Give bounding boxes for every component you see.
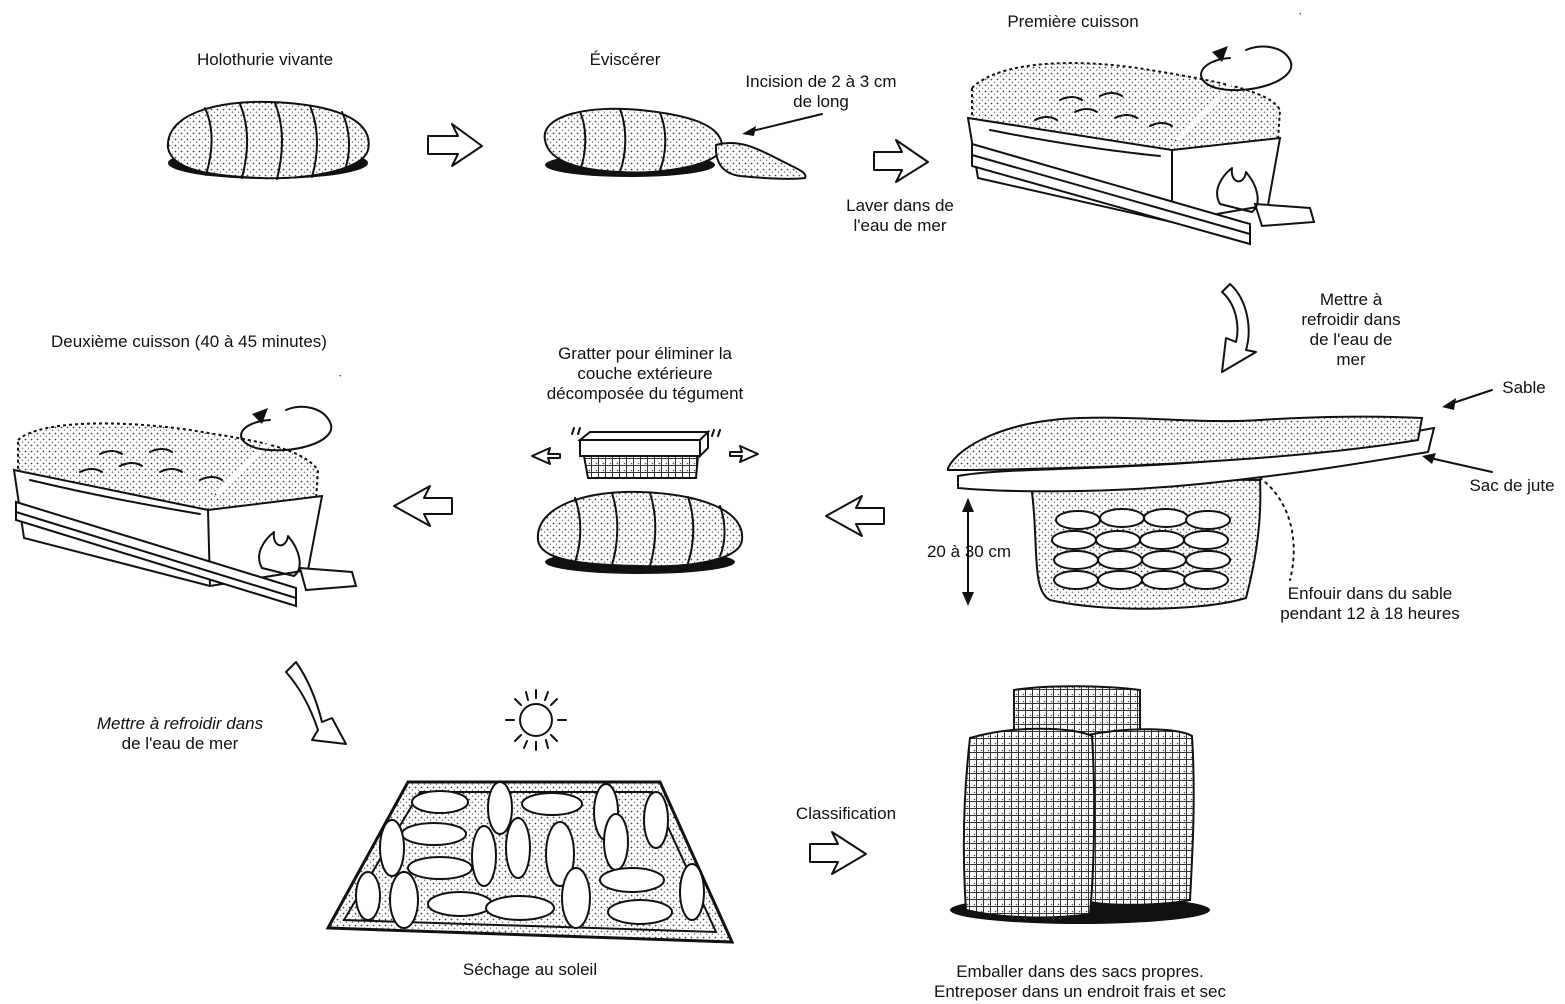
label-cool-1-line-2: refroidir dans: [1276, 310, 1426, 330]
label-first-cooking: Première cuisson: [978, 12, 1168, 32]
label-wash-line-1: Laver dans de: [820, 196, 980, 216]
label-pack-store-line-2: Entreposer dans un endroit frais et sec: [870, 982, 1290, 1002]
label-eviscerate: Éviscérer: [560, 50, 690, 70]
label-incision-line-2: de long: [716, 92, 926, 112]
scraped-sea-cucumber: [538, 492, 742, 574]
label-second-cooking: Deuxième cuisson (40 à 45 minutes): [14, 332, 364, 352]
label-scrape: Gratter pour éliminer la couche extérieu…: [510, 344, 780, 404]
label-cool-1-line-4: mer: [1276, 350, 1426, 370]
label-cool-2-line-2: de l'eau de mer: [60, 734, 300, 754]
label-cool-1-line-1: Mettre à: [1276, 290, 1426, 310]
label-scrape-line-2: couche extérieure: [510, 364, 780, 384]
gutted-sea-cucumber: [545, 109, 822, 179]
sun-icon: [506, 690, 566, 750]
packing-sacks: [950, 686, 1210, 924]
scraping-brush: [532, 428, 758, 478]
label-sand: Sable: [1484, 378, 1564, 398]
label-bury: Enfouir dans du sable pendant 12 à 18 he…: [1240, 584, 1500, 624]
second-cooking-pan: [14, 376, 356, 606]
label-pack-store: Emballer dans des sacs propres. Entrepos…: [870, 962, 1290, 1002]
flow-arrow-5: [394, 486, 452, 526]
label-sun-drying: Séchage au soleil: [420, 960, 640, 980]
label-pack-store-line-1: Emballer dans des sacs propres.: [870, 962, 1290, 982]
label-incision: Incision de 2 à 3 cm de long: [716, 72, 926, 112]
label-wash: Laver dans de l'eau de mer: [820, 196, 980, 236]
label-scrape-line-1: Gratter pour éliminer la: [510, 344, 780, 364]
label-cool-1-line-3: de l'eau de: [1276, 330, 1426, 350]
flow-arrow-2: [874, 140, 928, 182]
sand-pit: [948, 390, 1492, 609]
label-live-sea-cucumber: Holothurie vivante: [170, 50, 360, 70]
label-scrape-line-3: décomposée du tégument: [510, 384, 780, 404]
flow-arrow-1: [428, 124, 482, 166]
first-cooking-pan: [968, 14, 1314, 244]
live-sea-cucumber: [168, 102, 369, 179]
label-cool-2: Mettre à refroidir dans de l'eau de mer: [60, 714, 300, 754]
flow-arrow-3: [1222, 284, 1256, 372]
flow-arrow-7: [810, 832, 866, 874]
label-depth: 20 à 30 cm: [904, 542, 1034, 562]
label-bury-line-2: pendant 12 à 18 heures: [1240, 604, 1500, 624]
label-bury-line-1: Enfouir dans du sable: [1240, 584, 1500, 604]
label-classification: Classification: [766, 804, 926, 824]
flow-arrow-4: [826, 496, 884, 536]
label-jute-sack: Sac de jute: [1460, 476, 1564, 496]
label-incision-line-1: Incision de 2 à 3 cm: [716, 72, 926, 92]
label-cool-2-line-1: Mettre à refroidir dans: [60, 714, 300, 734]
drying-tray: [328, 782, 732, 942]
label-cool-1: Mettre à refroidir dans de l'eau de mer: [1276, 290, 1426, 370]
label-wash-line-2: l'eau de mer: [820, 216, 980, 236]
